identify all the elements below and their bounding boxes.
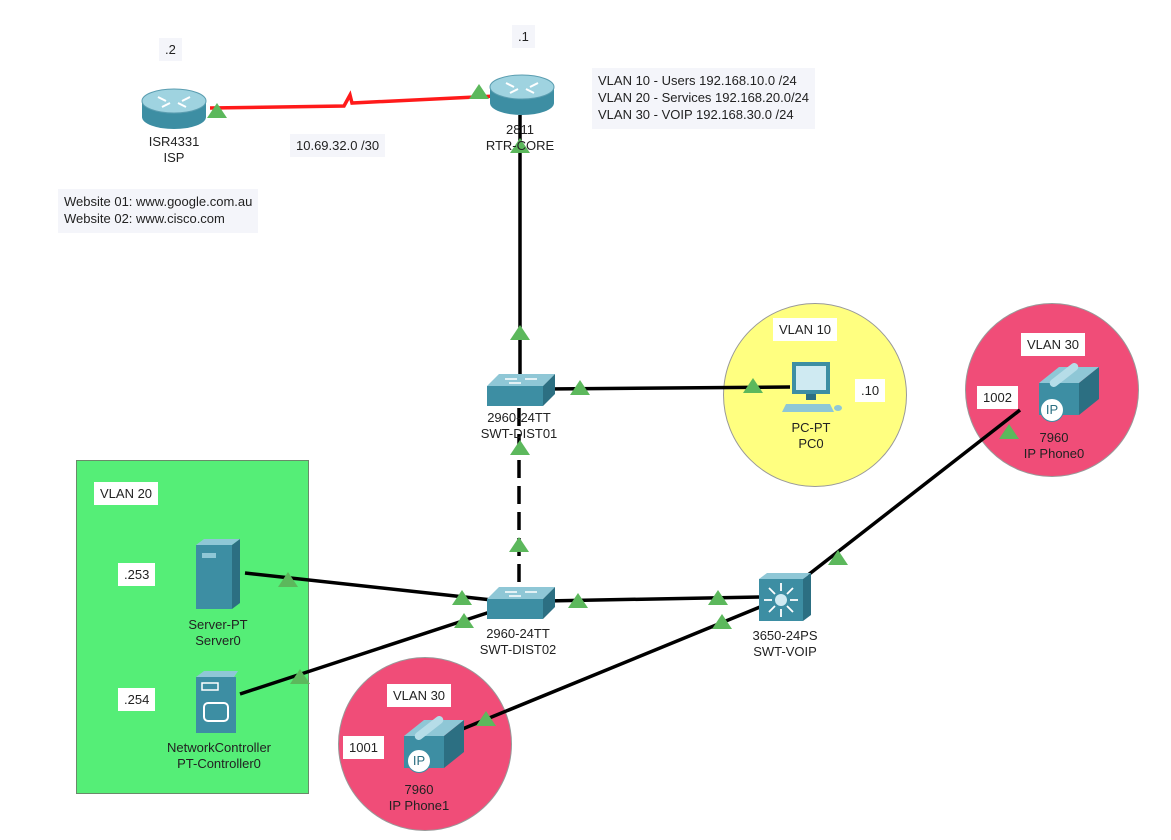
dist01-name-label: SWT-DIST01	[480, 426, 558, 441]
link-up-icon	[469, 84, 489, 99]
link-up-icon	[712, 614, 732, 629]
vlans-note: VLAN 10 - Users 192.168.10.0 /24 VLAN 20…	[592, 68, 816, 129]
server0-model-label: Server-PT	[188, 617, 248, 632]
vlan30-zone-label-phone1: VLAN 30	[387, 684, 452, 707]
vlan20-zone[interactable]	[76, 460, 309, 794]
isp-name-label: ISP	[163, 150, 185, 165]
pc0-name-label: PC0	[798, 436, 824, 451]
link-up-icon	[570, 380, 590, 395]
controller0-model-label: NetworkController	[166, 740, 272, 755]
link-up-icon	[510, 325, 530, 340]
multilayer-switch-icon-voip[interactable]	[757, 571, 813, 623]
vlan20-zone-label: VLAN 20	[94, 482, 159, 505]
serial-link-isp-core[interactable]	[209, 90, 497, 110]
dist01-model-label: 2960-24TT	[487, 410, 551, 425]
ip-phone-icon-phone0[interactable]	[1025, 363, 1103, 419]
core-name-label: RTR-CORE	[485, 138, 555, 153]
ip-badge-phone1: IP	[407, 749, 431, 773]
isp-ip-note: .2	[159, 38, 182, 61]
dist02-name-label: SWT-DIST02	[479, 642, 557, 657]
vlan30-zone-label-phone0: VLAN 30	[1021, 333, 1086, 356]
link-up-icon	[278, 572, 298, 587]
controller0-ip-tag: .254	[118, 688, 156, 711]
link-up-icon	[510, 138, 530, 153]
link-up-icon	[828, 550, 848, 565]
dist02-model-label: 2960-24TT	[486, 626, 550, 641]
voip-model-label: 3650-24PS	[752, 628, 818, 643]
link-up-icon	[476, 711, 496, 726]
link-up-icon	[509, 537, 529, 552]
phone1-name-label: IP Phone1	[388, 798, 450, 813]
switch-icon-dist02[interactable]	[485, 585, 557, 621]
phone0-model-label: 7960	[1039, 430, 1069, 445]
link-up-icon	[452, 590, 472, 605]
ip-badge-phone0: IP	[1040, 398, 1064, 422]
link-up-icon	[207, 103, 227, 118]
network-controller-icon[interactable]	[194, 669, 242, 735]
server0-ip-tag: .253	[118, 563, 156, 586]
router-icon-core[interactable]	[488, 73, 556, 117]
isp-model-label: ISR4331	[148, 134, 200, 149]
core-model-label: 2811	[506, 122, 534, 137]
link-up-icon	[454, 613, 474, 628]
phone0-name-label: IP Phone0	[1023, 446, 1085, 461]
websites-note: Website 01: www.google.com.au Website 02…	[58, 189, 259, 233]
link-voip-phone1[interactable]	[459, 605, 761, 732]
link-up-icon	[568, 593, 588, 608]
link-up-icon	[510, 440, 530, 455]
core-ip-note: .1	[512, 25, 535, 48]
pc0-model-label: PC-PT	[791, 420, 831, 435]
link-up-icon	[999, 424, 1019, 439]
link-up-icon	[743, 378, 763, 393]
link-up-icon	[290, 669, 310, 684]
server-icon[interactable]	[194, 537, 244, 611]
pc-icon[interactable]	[782, 360, 844, 416]
pc0-ip-tag: .10	[855, 379, 886, 402]
link-up-icon	[708, 590, 728, 605]
router-icon-isp[interactable]	[140, 87, 208, 131]
server0-name-label: Server0	[195, 633, 241, 648]
voip-name-label: SWT-VOIP	[753, 644, 817, 659]
vlan10-zone-label: VLAN 10	[773, 318, 838, 341]
phone0-ext-tag: 1002	[977, 386, 1018, 409]
phone1-ext-tag: 1001	[343, 736, 384, 759]
link-voip-phone0[interactable]	[806, 408, 1022, 577]
controller0-name-label: PT-Controller0	[177, 756, 261, 771]
phone1-model-label: 7960	[404, 782, 434, 797]
link-status-indicators	[207, 84, 1019, 726]
link-controller0-dist02[interactable]	[239, 610, 491, 696]
wan-subnet-note: 10.69.32.0 /30	[290, 134, 386, 157]
switch-icon-dist01[interactable]	[485, 372, 557, 408]
